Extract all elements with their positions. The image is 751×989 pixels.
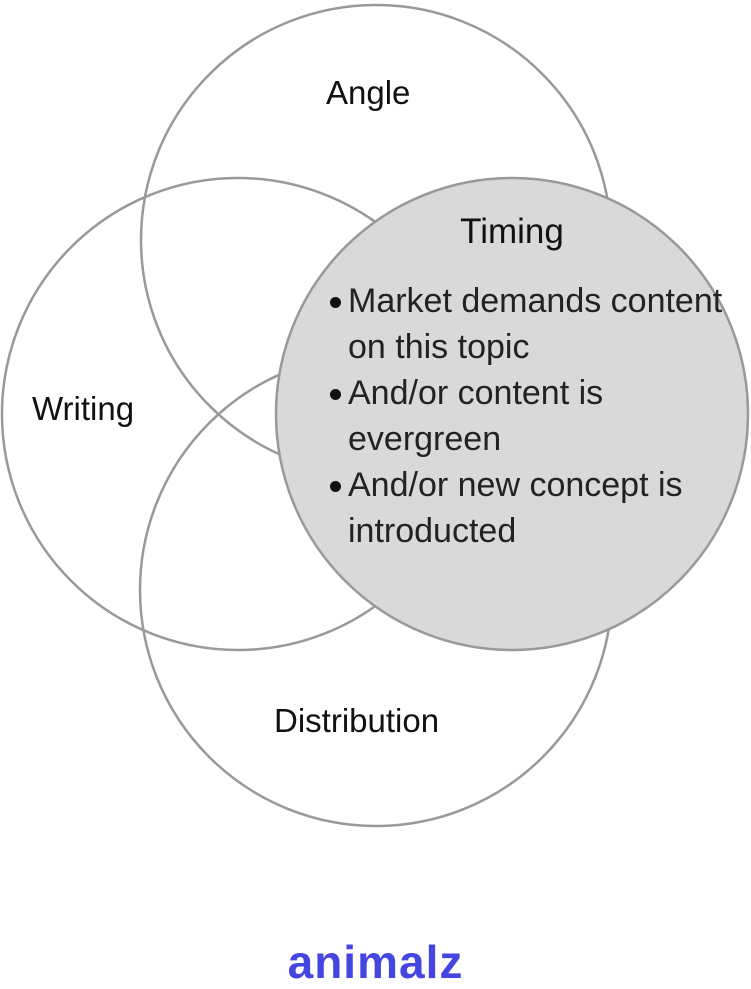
timing-bullet: And/or content is evergreen	[328, 370, 748, 462]
timing-bullet: And/or new concept is introducted	[328, 462, 748, 554]
bullet-icon	[330, 481, 341, 492]
bullet-text: And/or content is evergreen	[348, 374, 604, 458]
timing-bullet: Market demands content on this topic	[328, 278, 748, 370]
timing-bullet-list: Market demands content on this topic And…	[328, 278, 748, 554]
timing-circle	[274, 176, 750, 652]
animalz-logo: animalz	[287, 936, 464, 988]
bullet-icon	[330, 389, 341, 400]
distribution-label: Distribution	[274, 702, 440, 739]
timing-label: Timing	[460, 212, 564, 251]
bullet-icon	[330, 297, 341, 308]
bullet-text: And/or new concept is introducted	[348, 466, 683, 550]
angle-label: Angle	[326, 74, 411, 111]
writing-label: Writing	[32, 390, 135, 427]
bullet-text: Market demands content on this topic	[348, 282, 723, 366]
